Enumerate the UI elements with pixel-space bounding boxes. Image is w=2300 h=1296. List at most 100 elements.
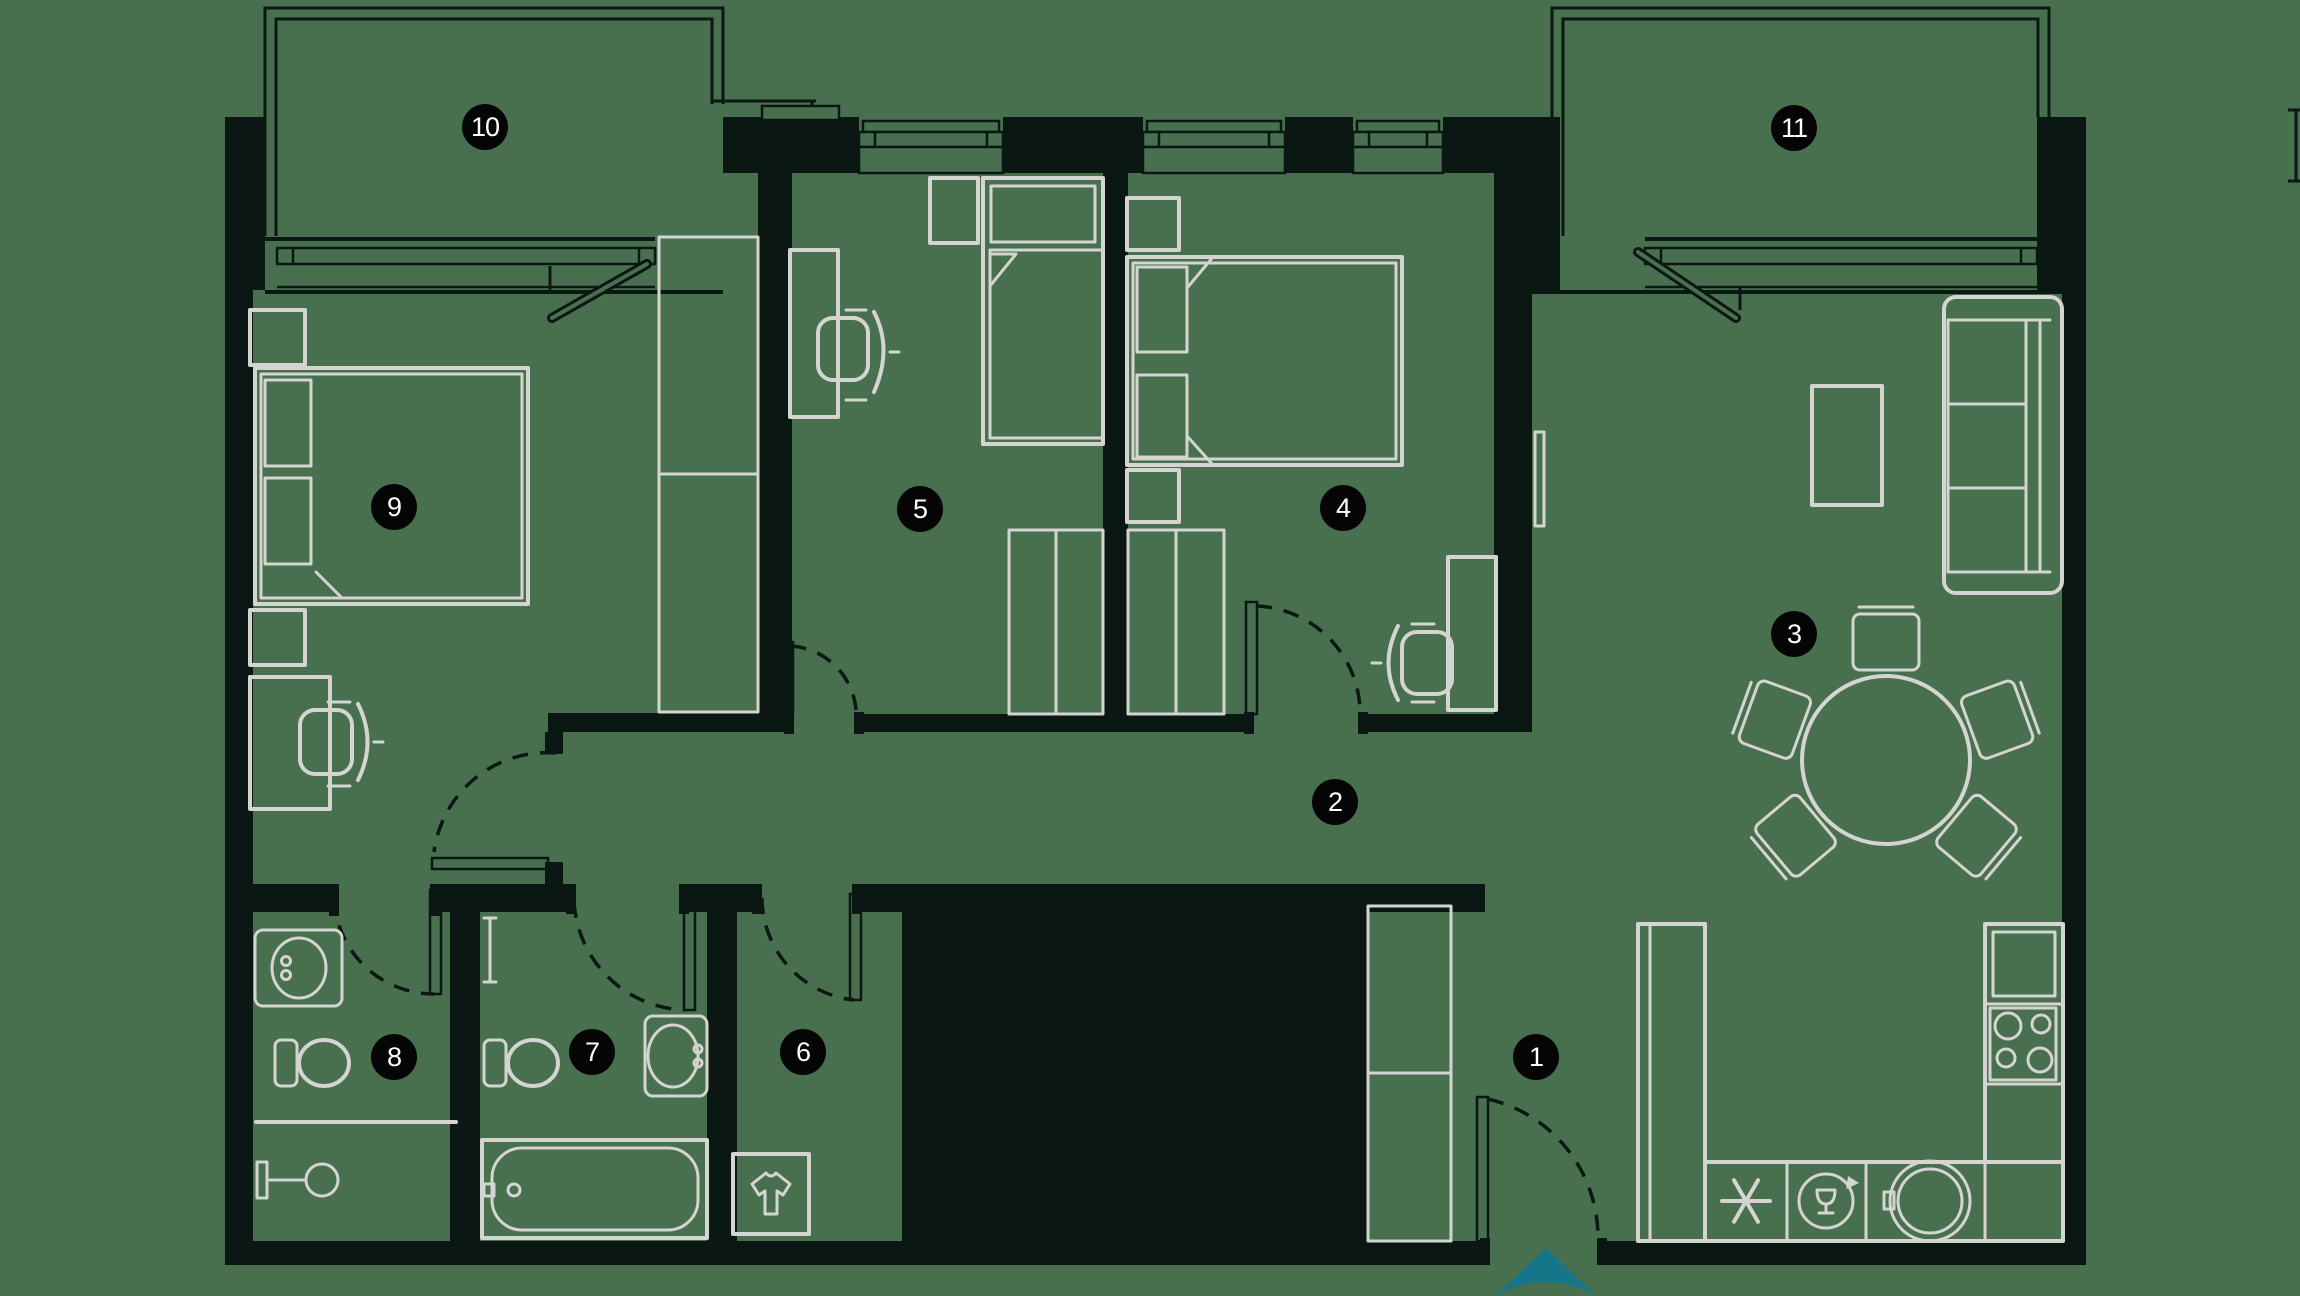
door-leaf-room4: [1244, 600, 1259, 716]
room-badge-2: 2: [1312, 779, 1358, 825]
room6: [731, 1152, 811, 1236]
room-badge-10: 10: [462, 104, 508, 150]
room-badge-label: 11: [1780, 112, 1808, 143]
nightstand: [928, 176, 980, 245]
door-leaf-room9: [430, 856, 550, 871]
pillow: [1135, 265, 1189, 354]
washbasin: [253, 928, 344, 1008]
exterior-ledge: [760, 104, 841, 122]
coffee-table: [1810, 384, 1884, 507]
door-leaf-room8: [428, 888, 443, 996]
door-leaf-entry: [1475, 1095, 1490, 1243]
pillow: [263, 476, 313, 566]
room4-furniture: [1125, 196, 1498, 712]
desk: [1446, 555, 1498, 712]
living-room-furniture: [1533, 295, 2064, 881]
room-badge-1: 1: [1513, 1034, 1559, 1080]
stove-icon: [1988, 1006, 2058, 1082]
bathroom7: [480, 916, 709, 1240]
balcony-11-parapet: [1550, 6, 2051, 236]
kitchen-counter-right: [1983, 922, 2065, 1164]
room-badge-label: 2: [1327, 786, 1343, 817]
room-badge-label: 1: [1528, 1041, 1544, 1072]
nightstand: [248, 608, 307, 667]
room-badge-label: 4: [1335, 492, 1351, 523]
balcony-10-parapet: [263, 6, 816, 236]
desk-chair: [1370, 622, 1454, 704]
room-badge-4: 4: [1320, 485, 1366, 531]
room-badge-label: 6: [795, 1036, 811, 1067]
room-badge-9: 9: [371, 484, 417, 530]
dining-chair: [1749, 793, 1837, 881]
balcony-10-window: [265, 237, 723, 323]
balcony-11-window: [1560, 237, 2039, 323]
building-core: [902, 912, 1368, 1264]
door-leaf-room5: [780, 640, 795, 716]
double-bed: [253, 366, 530, 606]
room9-furniture: [248, 308, 530, 811]
room-badge-label: 5: [912, 493, 928, 524]
walls: [225, 117, 2086, 1265]
room-badge-label: 3: [1786, 618, 1802, 649]
room-badge-6: 6: [780, 1029, 826, 1075]
window-room4-b: [1351, 119, 1445, 175]
room-badge-7: 7: [569, 1029, 615, 1075]
neighbor-parapet: [2288, 108, 2300, 183]
room-badge-label: 9: [386, 491, 402, 522]
kitchen-counter: [1703, 1160, 2065, 1243]
room-badge-11: 11: [1771, 105, 1817, 151]
toilet: [482, 1038, 560, 1088]
tv: [1533, 430, 1546, 528]
blanket-fold: [314, 570, 344, 600]
blanket-fold: [1185, 255, 1215, 467]
dining-table: [1800, 674, 1972, 846]
kitchen-sink-icon: [1882, 1159, 1972, 1243]
wardrobes: [657, 235, 1453, 1243]
single-bed: [981, 176, 1105, 446]
pillow: [263, 378, 313, 468]
door-leaf-room6: [848, 892, 863, 1002]
nightstand: [248, 308, 307, 367]
laundry-box: [731, 1152, 811, 1236]
dining-chair: [1731, 679, 1813, 760]
nightstand: [1125, 468, 1181, 524]
nightstand: [1125, 196, 1181, 252]
room-badge-3: 3: [1771, 611, 1817, 657]
room-badge-label: 7: [584, 1036, 600, 1067]
toilet: [273, 1038, 351, 1088]
pillow: [1135, 373, 1189, 459]
room-badge-5: 5: [897, 486, 943, 532]
doors: [332, 600, 1600, 1243]
desk: [248, 675, 332, 811]
dishwasher-icon: [1797, 1172, 1859, 1230]
upper-cabinet: [1991, 930, 2057, 998]
dining-chair: [1935, 793, 2023, 881]
bathtub: [480, 1138, 709, 1240]
bathroom8: [253, 928, 458, 1200]
kitchen-tall-cabinet: [1636, 922, 1707, 1243]
dining-chair: [1851, 605, 1921, 672]
blanket-fold: [988, 252, 1018, 288]
door-leaf-room7: [682, 896, 697, 1012]
room-badge-8: 8: [371, 1034, 417, 1080]
sofa: [1942, 295, 2064, 595]
tshirt-icon: [750, 1171, 792, 1216]
window-room4-a: [1141, 119, 1287, 175]
desk: [788, 248, 840, 419]
freezer-snowflake-icon: [1720, 1178, 1772, 1224]
desk-chair: [298, 700, 385, 788]
washbasin: [643, 1014, 709, 1098]
window-room5: [857, 119, 1005, 175]
towel-rail: [482, 916, 498, 984]
pillow: [989, 184, 1097, 244]
room5-furniture: [788, 176, 1105, 446]
room-badge-label: 8: [386, 1041, 402, 1072]
dining-chair: [1959, 679, 2041, 760]
double-bed: [1125, 255, 1404, 467]
entrance-arrow-icon: [1495, 1248, 1597, 1296]
desk-chair: [816, 308, 901, 402]
room-badge-label: 10: [470, 111, 500, 142]
shower-head-icon: [255, 1160, 340, 1200]
